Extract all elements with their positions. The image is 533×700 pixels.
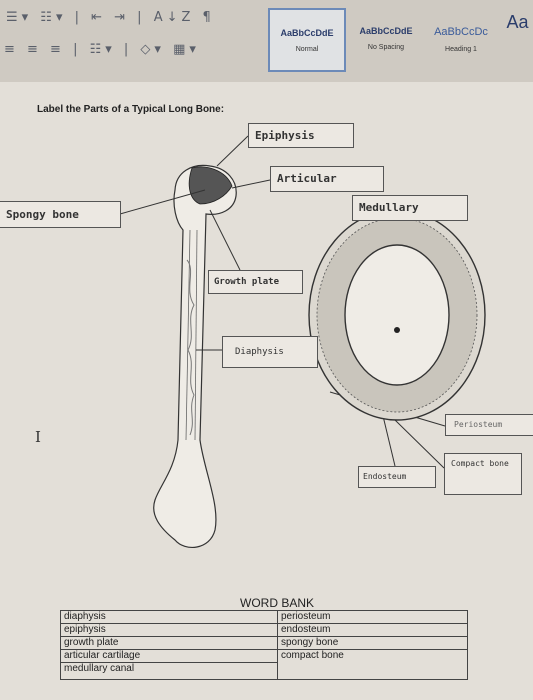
- word-bank-item: periosteum: [278, 611, 468, 624]
- label-epiphysis: Epiphysis: [248, 123, 354, 148]
- word-bank-table: diaphysis epiphysis growth plate articul…: [60, 610, 468, 680]
- label-endosteum: Endosteum: [358, 466, 436, 488]
- label-periosteum: Periosteum: [445, 414, 533, 436]
- label-articular: Articular: [270, 166, 384, 192]
- style-heading-1-sample: AaBbCcDc: [434, 26, 488, 38]
- style-no-spacing[interactable]: AaBbCcDdE No Spacing: [350, 8, 422, 68]
- word-bank-item: diaphysis: [61, 611, 277, 624]
- style-normal-name: Normal: [295, 46, 319, 53]
- paragraph-tools-row2[interactable]: ≡ ≡ ≡ | ☷▾ | ◇▾ ▦▾: [4, 42, 200, 57]
- label-spongy-bone: Spongy bone: [0, 201, 121, 228]
- bone-cross-section: [308, 209, 486, 421]
- word-bank-item: compact bone: [281, 650, 344, 661]
- style-heading-1[interactable]: AaBbCcDc Heading 1: [427, 8, 495, 68]
- style-heading-1-name: Heading 1: [445, 46, 477, 53]
- label-medullary: Medullary: [352, 195, 468, 221]
- word-bank-column-1: diaphysis epiphysis growth plate articul…: [61, 611, 277, 675]
- word-bank-item: endosteum: [278, 624, 468, 637]
- style-title-sample: Aa: [506, 12, 529, 32]
- text-cursor-icon: I: [35, 428, 41, 446]
- label-compact-bone: Compact bone: [444, 453, 522, 495]
- label-growth-plate: Growth plate: [208, 270, 303, 294]
- label-diaphysis: Diaphysis: [222, 336, 318, 368]
- paragraph-tools-row1[interactable]: ☰▾ ☷▾ | ⇤ ⇥ | A↓Z ¶: [6, 10, 215, 25]
- word-bank-column-2: periosteum endosteum spongy bone compact…: [277, 611, 468, 679]
- medullary-canal-lines: [186, 259, 195, 436]
- word-bank-item: articular cartilage: [61, 650, 277, 663]
- style-no-spacing-sample: AaBbCcDdE: [359, 26, 413, 36]
- style-title[interactable]: Aa: [502, 8, 533, 68]
- word-bank-title: WORD BANK: [240, 596, 315, 610]
- style-no-spacing-name: No Spacing: [367, 44, 405, 51]
- spongy-bone-region: [188, 166, 233, 205]
- diaphysis-line-right: [194, 229, 198, 441]
- long-bone-illustration: [153, 164, 237, 548]
- word-bank-item: medullary canal: [64, 663, 135, 674]
- style-normal-sample: AaBbCcDdE: [280, 28, 334, 38]
- ribbon-toolbar: ☰▾ ☷▾ | ⇤ ⇥ | A↓Z ¶ ≡ ≡ ≡ | ☷▾ | ◇▾ ▦▾ A…: [0, 0, 533, 82]
- style-normal[interactable]: AaBbCcDdE Normal: [268, 8, 346, 72]
- word-bank-item: growth plate: [61, 637, 277, 650]
- document-title: Label the Parts of a Typical Long Bone:: [37, 104, 225, 115]
- word-bank-item: epiphysis: [61, 624, 277, 637]
- word-bank-item: spongy bone: [278, 637, 468, 650]
